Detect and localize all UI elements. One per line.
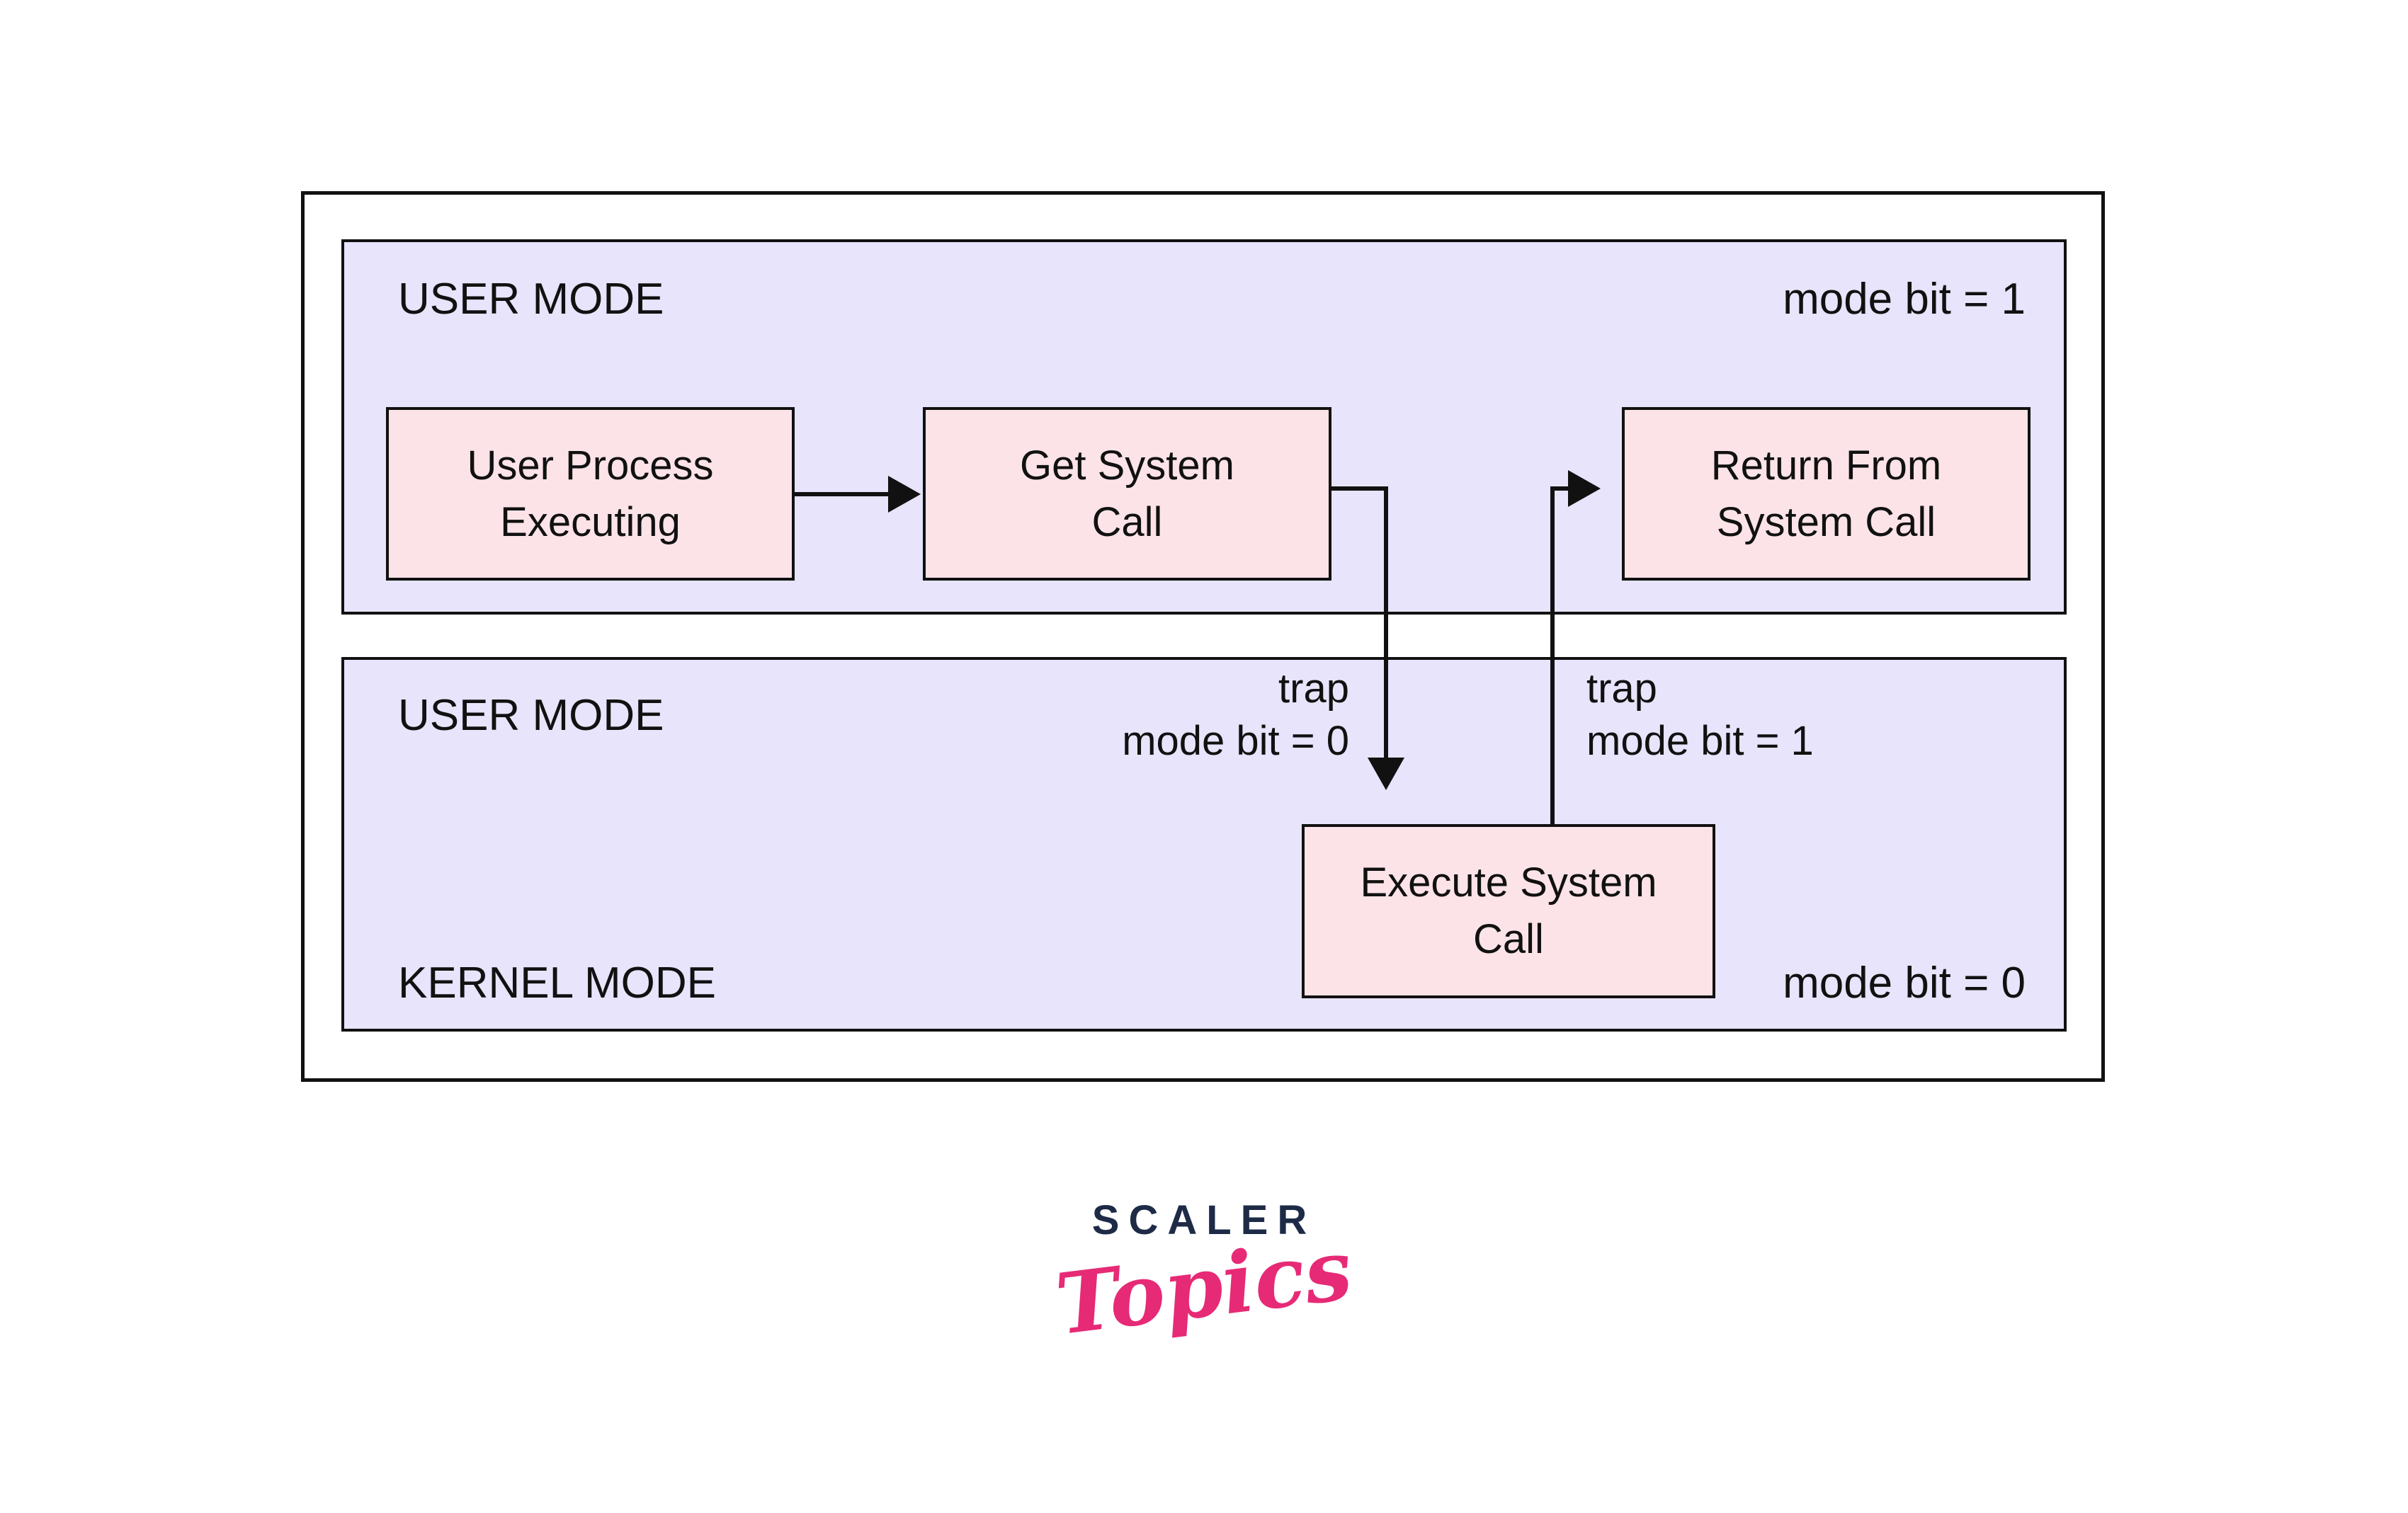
node-label-line: Execute System [1360,860,1657,906]
trap-mode-bit-label: mode bit = 0 [1122,718,1349,764]
kernel-mode-region [341,657,2067,1032]
node-label-line: System Call [1716,498,1936,545]
trap-mode-bit-label: mode bit = 1 [1586,718,1814,764]
logo-wordmark-scaler: SCALER [1091,1197,1317,1243]
user-mode-bit-label: mode bit = 1 [1783,275,2026,324]
node-label-line: Get System [1020,442,1234,489]
node-label-line: Return From [1710,442,1942,489]
node-label-line: User Process [467,442,714,489]
trap-enter-kernel-annotation: trap mode bit = 0 [995,663,1349,767]
node-label-line: Executing [500,498,681,545]
scaler-topics-logo: SCALER Topics [921,1197,1487,1354]
kernel-region-top-label: USER MODE [398,691,664,740]
user-mode-label: USER MODE [398,275,664,324]
trap-label: trap [1278,666,1349,712]
node-label-line: Call [1091,498,1163,545]
node-label-line: Call [1473,916,1544,962]
trap-label: trap [1586,666,1657,712]
node-return-from-system-call: Return From System Call [1622,407,2031,581]
node-get-system-call: Get System Call [923,407,1331,581]
kernel-mode-label: KERNEL MODE [398,959,717,1007]
trap-return-user-annotation: trap mode bit = 1 [1586,663,2082,767]
node-user-process-executing: User Process Executing [386,407,795,581]
node-execute-system-call: Execute System Call [1302,824,1715,998]
kernel-mode-bit-label: mode bit = 0 [1783,959,2026,1007]
